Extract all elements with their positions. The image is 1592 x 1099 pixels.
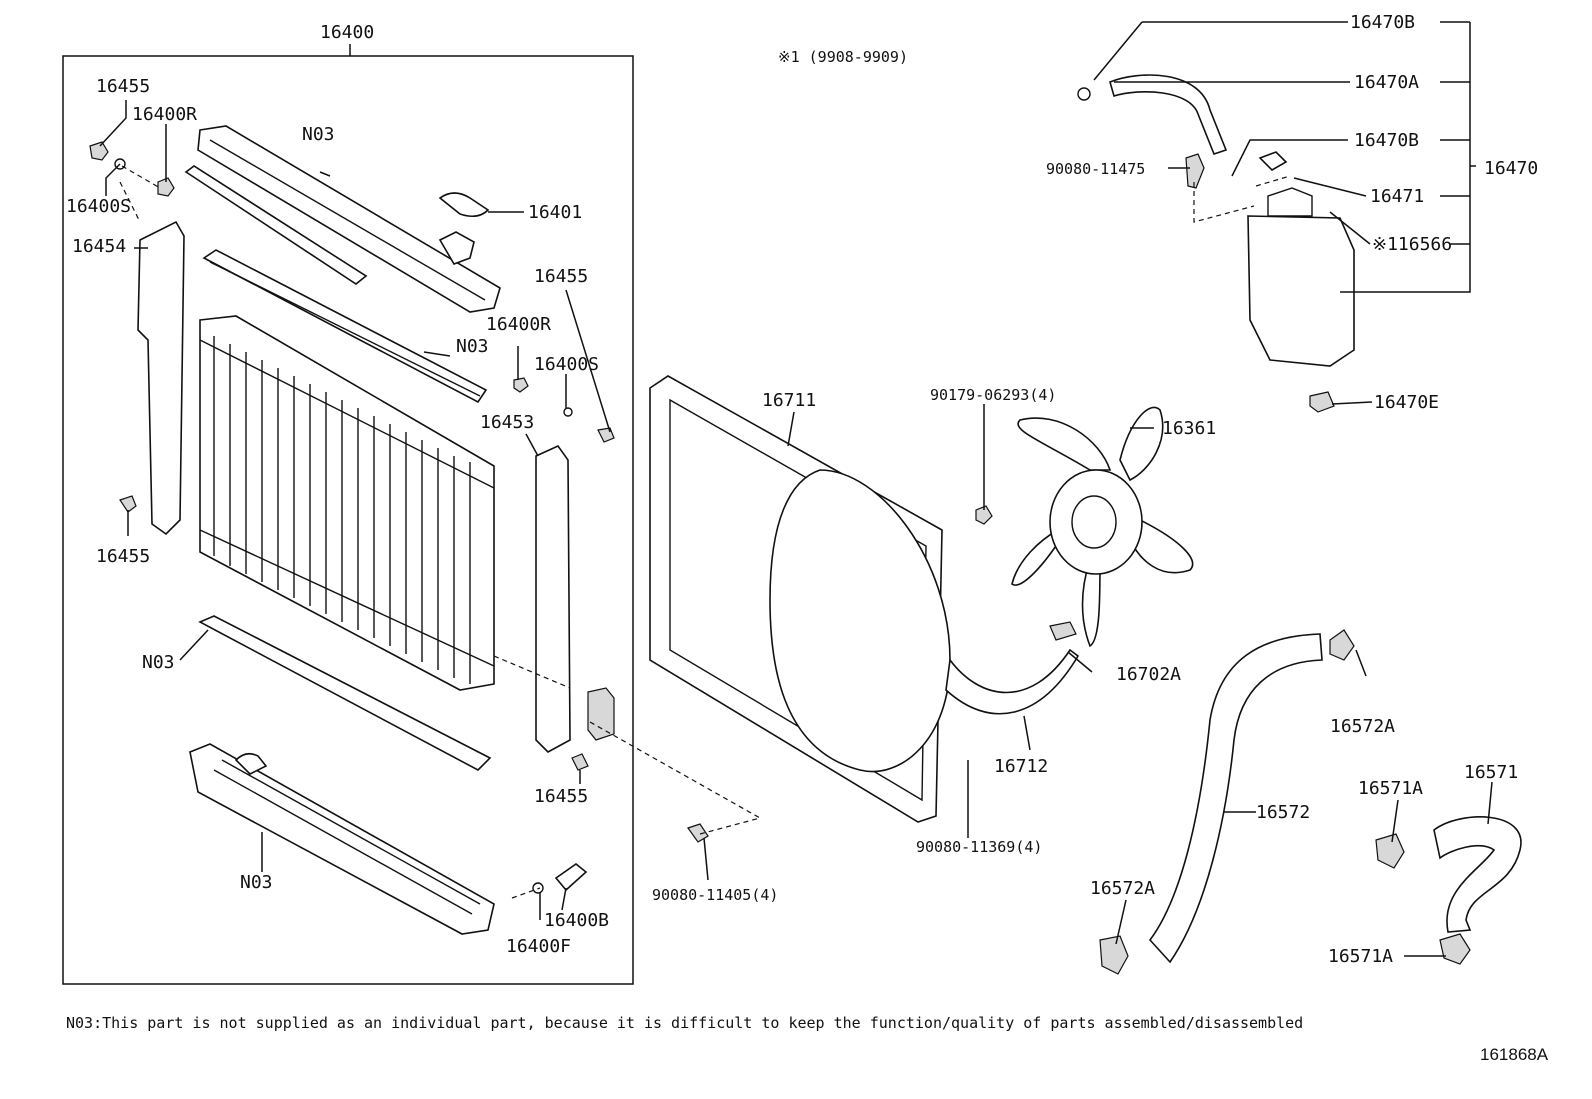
label-16453: 16453 [480, 412, 534, 433]
label-16572: 16572 [1256, 802, 1310, 823]
label-16572A-b: 16572A [1090, 878, 1155, 899]
label-16455-c: 16455 [534, 266, 588, 287]
lower-gasket [198, 615, 492, 771]
label-16702A: 16702A [1116, 664, 1181, 685]
left-side-support [137, 220, 185, 536]
radiator-core [199, 315, 495, 691]
label-16470B-a: 16470B [1350, 12, 1415, 33]
coolant-reservoir [1077, 74, 1355, 413]
label-16400S-a: 16400S [66, 196, 131, 217]
lower-fan-shroud [945, 648, 1080, 715]
label-16400R-b: 16400R [486, 314, 551, 335]
label-116566: ※116566 [1372, 234, 1452, 255]
label-16401: 16401 [528, 202, 582, 223]
label-N03-a: N03 [302, 124, 335, 145]
footnote-reference: ※1 (9908-9909) [778, 48, 908, 66]
label-16471: 16471 [1370, 186, 1424, 207]
cooling-fan [975, 406, 1194, 648]
assembly-label: 16400 [320, 22, 374, 43]
label-16712: 16712 [994, 756, 1048, 777]
dashed-guides [119, 165, 1291, 899]
label-16455-b: 16455 [96, 546, 150, 567]
label-16400S-b: 16400S [534, 354, 599, 375]
label-16400R-a: 16400R [132, 104, 197, 125]
label-16455-a: 16455 [96, 76, 150, 97]
label-16454: 16454 [72, 236, 126, 257]
clamp-16571A-lower [1439, 933, 1471, 965]
part-labels: 16455 16400R 16400S 16454 16455 N03 1640… [66, 12, 1538, 967]
clamp-16572A-upper [1329, 629, 1355, 661]
label-16711: 16711 [762, 390, 816, 411]
radiator-hose-16571 [1433, 816, 1522, 933]
label-16470E: 16470E [1374, 392, 1439, 413]
label-16361: 16361 [1162, 418, 1216, 439]
figure-id: 161868A [1480, 1045, 1549, 1064]
label-16470B-b: 16470B [1354, 130, 1419, 151]
label-16571A-a: 16571A [1358, 778, 1423, 799]
upper-seal-strip [184, 165, 368, 285]
right-side-support [535, 444, 571, 753]
label-16400B: 16400B [544, 910, 609, 931]
label-N03-b: N03 [456, 336, 489, 357]
radiator-hose-16572 [1148, 633, 1323, 964]
label-90080-11405: 90080-11405(4) [652, 886, 778, 904]
leader-lines [99, 21, 1493, 957]
label-90080-11369: 90080-11369(4) [916, 838, 1042, 856]
radiator-upper-tank [197, 125, 501, 313]
radiator-assembly-box: 16400 [62, 22, 634, 985]
label-N03-d: N03 [240, 872, 273, 893]
label-16455-d: 16455 [534, 786, 588, 807]
label-16571A-b: 16571A [1328, 946, 1393, 967]
clamp-16572A-lower [1099, 935, 1129, 975]
label-90179-06293: 90179-06293(4) [930, 386, 1056, 404]
label-N03-c: N03 [142, 652, 175, 673]
clip-16702A [1049, 621, 1077, 641]
n03-note: N03:This part is not supplied as an indi… [66, 1014, 1303, 1032]
label-90080-11475: 90080-11475 [1046, 160, 1145, 178]
label-16572A-a: 16572A [1330, 716, 1395, 737]
radiator-lower-tank [189, 743, 495, 935]
clamp-16571A-upper [1375, 833, 1405, 869]
label-16400F: 16400F [506, 936, 571, 957]
label-16470A: 16470A [1354, 72, 1419, 93]
label-16571: 16571 [1464, 762, 1518, 783]
label-16470: 16470 [1484, 158, 1538, 179]
fan-shroud [649, 375, 951, 823]
